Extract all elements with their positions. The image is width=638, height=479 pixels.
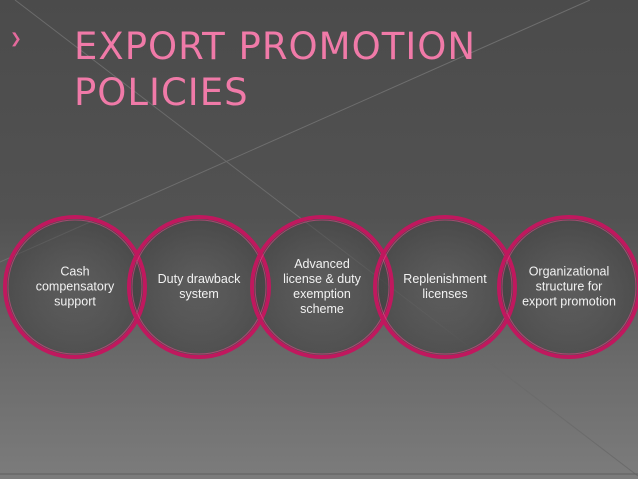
policy-circle-1 — [3, 215, 147, 359]
policy-circle-fill-4 — [375, 217, 515, 357]
policy-circle-inner-4 — [377, 219, 513, 355]
slide-title: EXPORT PROMOTION POLICIES — [74, 24, 476, 116]
policy-label-2: Duty drawback system — [157, 272, 241, 301]
arrow-bullet-icon: ❯ — [10, 30, 22, 46]
policy-circle-inner-5 — [501, 219, 637, 355]
policy-label-4: Replenishment licenses — [403, 272, 487, 301]
policy-label-3: Advanced license & duty exemption scheme — [283, 257, 361, 316]
policy-circle-fill-1 — [5, 217, 145, 357]
policy-label-1: Cash compensatory support — [35, 264, 115, 309]
policy-circle-inner-2 — [131, 219, 267, 355]
policy-circle-4 — [373, 215, 517, 359]
policy-circle-2 — [127, 215, 271, 359]
policy-circle-fill-2 — [129, 217, 269, 357]
policy-circle-3 — [250, 215, 394, 359]
policy-label-5: Organizational structure for export prom… — [522, 264, 616, 309]
policy-circle-fill-3 — [252, 217, 392, 357]
title-line-2: POLICIES — [74, 71, 249, 114]
policy-circle-5 — [497, 215, 638, 359]
policy-circle-inner-1 — [7, 219, 143, 355]
policy-circle-inner-3 — [254, 219, 390, 355]
policy-circle-fill-5 — [499, 217, 638, 357]
title-line-1: EXPORT PROMOTION — [74, 25, 477, 68]
